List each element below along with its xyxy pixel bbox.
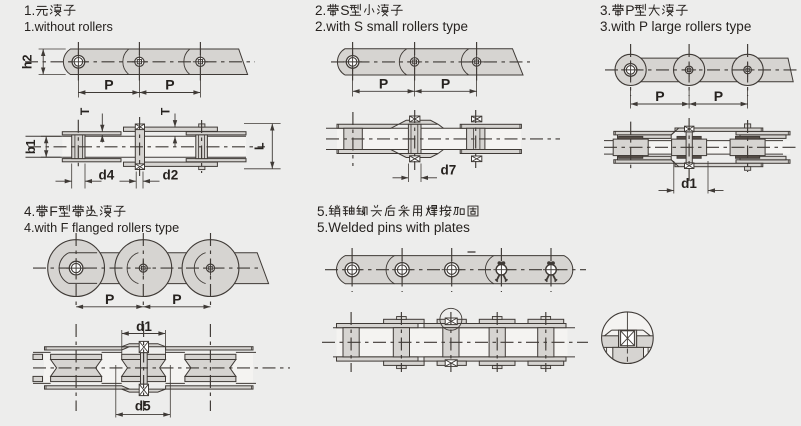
svg-text:P: P bbox=[104, 77, 113, 93]
svg-text:b1: b1 bbox=[24, 139, 38, 154]
svg-text:S: S bbox=[340, 2, 349, 18]
svg-text:P: P bbox=[714, 88, 723, 104]
svg-text:5.: 5. bbox=[317, 204, 328, 219]
svg-text:2.: 2. bbox=[315, 3, 326, 18]
svg-text:2.with S small rollers type: 2.with S small rollers type bbox=[315, 19, 468, 34]
svg-text:P: P bbox=[105, 291, 114, 307]
svg-text:d7: d7 bbox=[441, 162, 457, 177]
svg-text:P: P bbox=[379, 75, 388, 91]
svg-text:d2: d2 bbox=[163, 168, 179, 183]
svg-text:P: P bbox=[172, 291, 181, 307]
svg-text:P: P bbox=[655, 88, 664, 104]
svg-text:4.with F flanged rollers type: 4.with F flanged rollers type bbox=[24, 221, 179, 235]
svg-text:T: T bbox=[159, 107, 173, 115]
svg-text:5.Welded pins with plates: 5.Welded pins with plates bbox=[317, 220, 470, 235]
svg-text:T: T bbox=[78, 107, 92, 115]
svg-text:d1: d1 bbox=[136, 319, 152, 334]
svg-text:d5: d5 bbox=[135, 399, 151, 414]
svg-text:F: F bbox=[49, 203, 58, 219]
svg-text:L: L bbox=[253, 142, 267, 150]
svg-text:d4: d4 bbox=[99, 168, 115, 183]
svg-text:d1: d1 bbox=[681, 176, 697, 191]
svg-text:3.with P large rollers type: 3.with P large rollers type bbox=[600, 19, 751, 34]
svg-text:4.: 4. bbox=[24, 204, 35, 219]
svg-text:P: P bbox=[165, 77, 174, 93]
svg-text:3.: 3. bbox=[600, 3, 611, 18]
svg-text:h2: h2 bbox=[21, 54, 35, 69]
svg-text:P: P bbox=[625, 2, 634, 18]
svg-text:1.without rollers: 1.without rollers bbox=[24, 20, 113, 34]
svg-text:1.: 1. bbox=[24, 3, 35, 18]
svg-text:P: P bbox=[441, 75, 450, 91]
